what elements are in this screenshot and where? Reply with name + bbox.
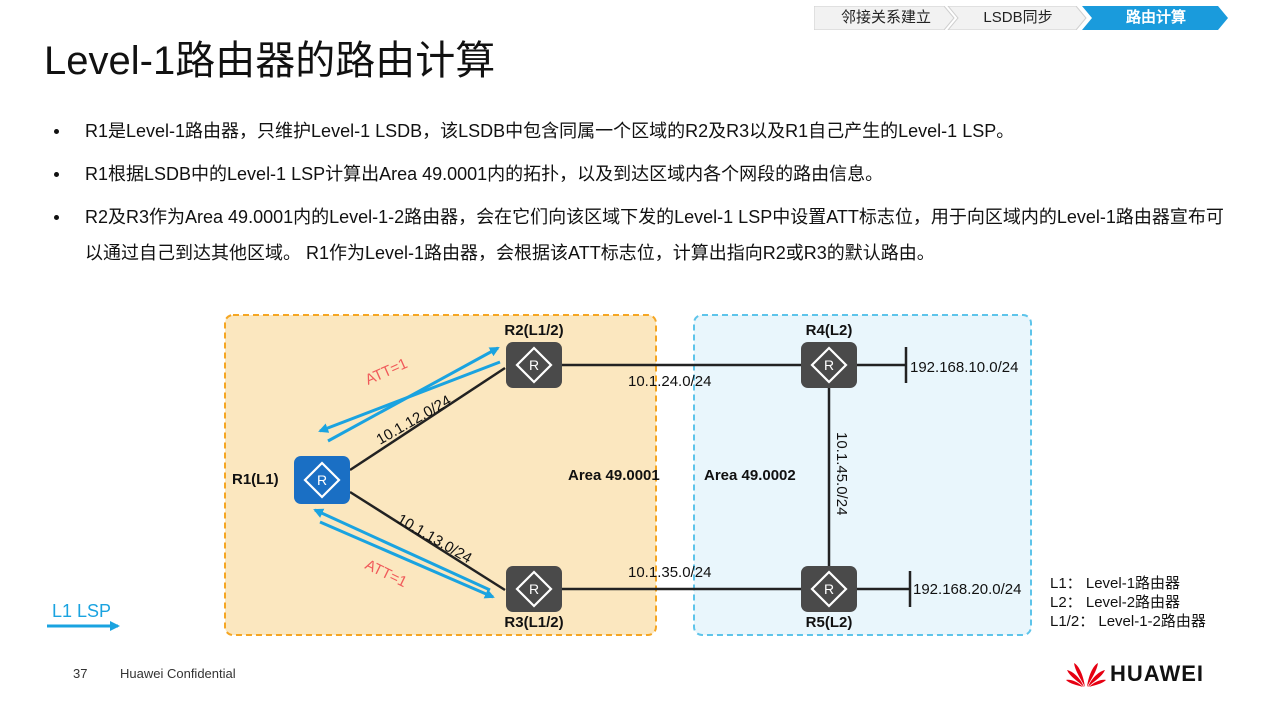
page-title: Level-1路由器的路由计算 [44, 39, 496, 83]
bullet-item: R1是Level-1路由器，只维护Level-1 LSDB，该LSDB中包含同属… [54, 113, 1229, 149]
bullet-text: R1是Level-1路由器，只维护Level-1 LSDB，该LSDB中包含同属… [85, 121, 1015, 141]
step-shape-3 [1082, 6, 1228, 30]
step-lsdb-sync: LSDB同步 [983, 9, 1053, 26]
link-r1-r2 [349, 366, 506, 472]
legend-item-l2: L2： Level-2路由器 [1050, 594, 1180, 611]
router-label-r1: R1(L1) [232, 471, 279, 488]
router-icon-r4 [799, 340, 859, 390]
network-topology-diagram: R ATT=1 ATT=1 10.1.12.0/24 10.1.13.0/24 … [47, 314, 1206, 636]
area-label-49-0002: Area 49.0002 [704, 467, 796, 484]
page-number: 37 [73, 666, 88, 681]
router-icon-r5 [799, 564, 859, 614]
router-icon-r2 [504, 340, 564, 390]
bullet-item: R1根据LSDB中的Level-1 LSP计算出Area 49.0001内的拓扑… [54, 156, 1229, 192]
router-label-r5: R5(L2) [806, 614, 853, 631]
steps-background [814, 6, 1228, 30]
link-label-r2-r4: 10.1.24.0/24 [628, 373, 711, 390]
router-icon-r3 [504, 564, 564, 614]
huawei-logo: HUAWEI [1066, 657, 1206, 689]
svg-text:R: R [317, 472, 327, 488]
step-neighbor-establish: 邻接关系建立 [840, 9, 931, 26]
network-label-r5: 192.168.20.0/24 [913, 581, 1021, 598]
bullet-dot [54, 172, 59, 177]
link-label-r4-r5: 10.1.45.0/24 [833, 432, 850, 515]
link-label-r3-r5: 10.1.35.0/24 [628, 564, 711, 581]
step-route-calculation: 路由计算 [1125, 9, 1186, 26]
legend-item-l12: L1/2： Level-1-2路由器 [1050, 613, 1206, 630]
lsp-legend-label: L1 LSP [52, 601, 111, 621]
area-49-0001 [224, 314, 657, 636]
confidential-label: Huawei Confidential [120, 666, 236, 681]
lsp-arrow-r1-to-r2 [327, 346, 500, 443]
huawei-flower-icon [1066, 663, 1106, 687]
area-49-0002 [693, 314, 1032, 636]
bullet-text: R2及R3作为Area 49.0001内的Level-1-2路由器，会在它们向该… [85, 207, 1224, 263]
lsp-arrow-r1-to-r3 [319, 520, 495, 599]
step-shape-2 [947, 6, 1087, 30]
link-r1-r3 [349, 490, 506, 592]
router-label-r3: R3(L1/2) [504, 614, 563, 631]
bullet-text: R1根据LSDB中的Level-1 LSP计算出Area 49.0001内的拓扑… [85, 164, 884, 184]
bullet-item: R2及R3作为Area 49.0001内的Level-1-2路由器，会在它们向该… [54, 199, 1229, 271]
router-label-r4: R4(L2) [806, 322, 853, 339]
router-label-r2: R2(L1/2) [504, 322, 563, 339]
network-label-r4: 192.168.10.0/24 [910, 359, 1018, 376]
bullet-dot [54, 215, 59, 220]
legend-item-l1: L1： Level-1路由器 [1050, 575, 1180, 592]
step-shape-1 [814, 6, 955, 30]
area-label-49-0001: Area 49.0001 [568, 467, 660, 484]
brand-name: HUAWEI [1110, 661, 1204, 686]
router-icon-r1: R [294, 456, 350, 504]
lsp-arrow-r3-to-r1 [313, 508, 491, 592]
bullet-dot [54, 129, 59, 134]
progress-steps: 邻接关系建立 LSDB同步 路由计算 [814, 6, 1234, 30]
